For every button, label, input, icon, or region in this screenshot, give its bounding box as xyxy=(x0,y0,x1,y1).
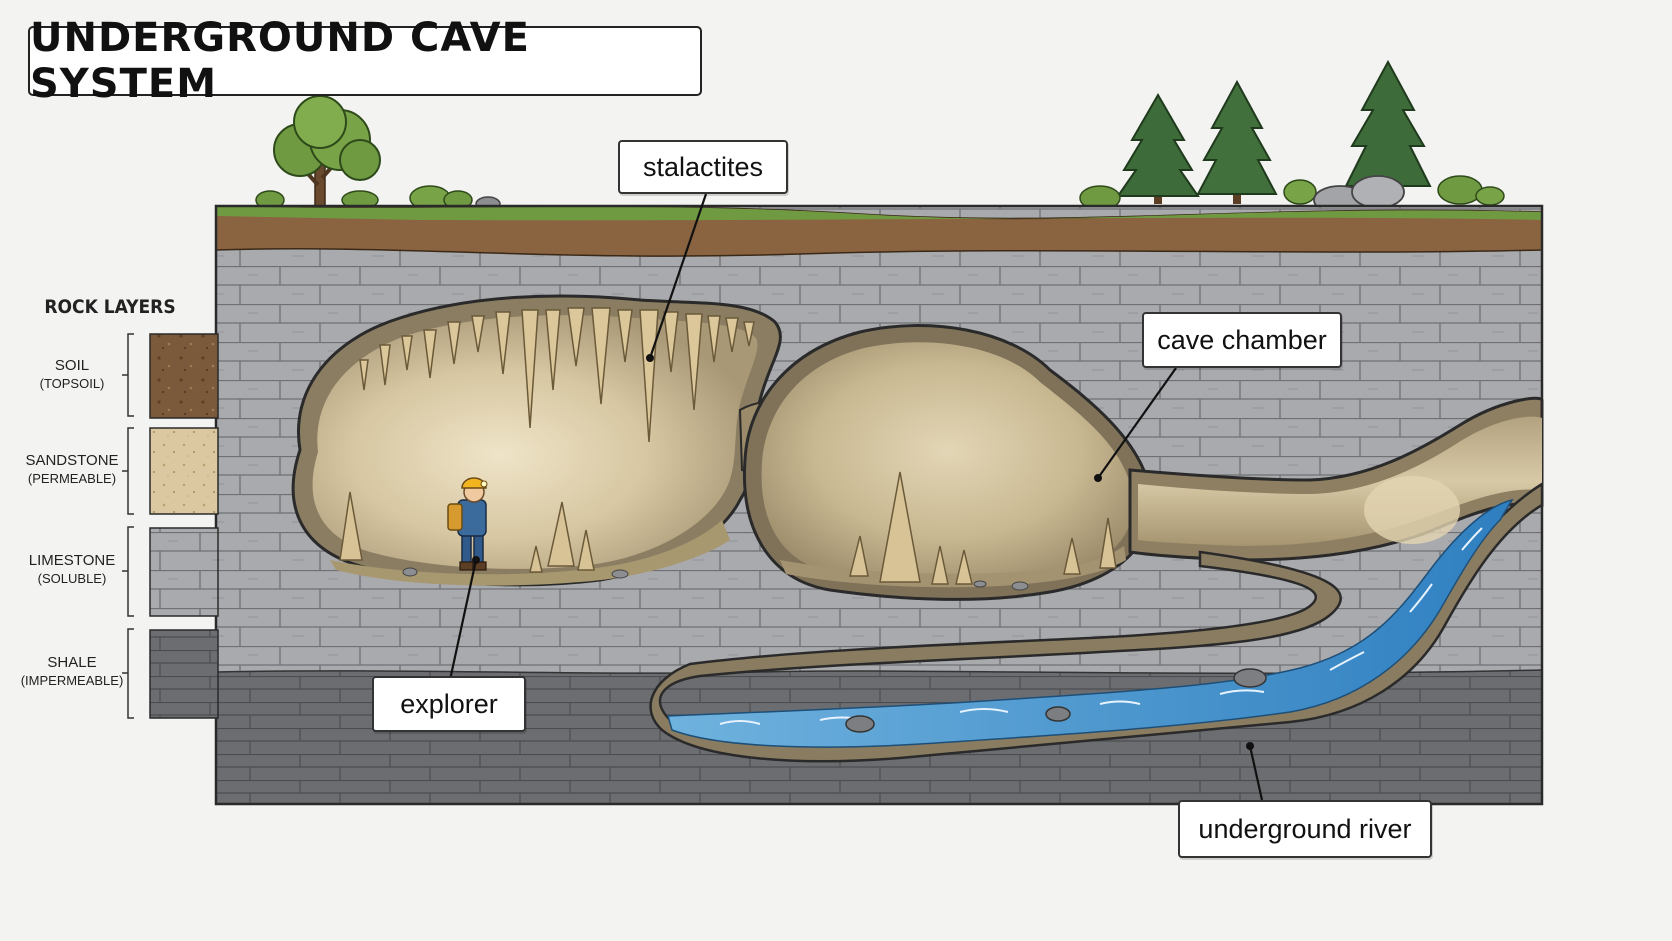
legend-item-note: (PERMEABLE) xyxy=(27,470,117,486)
callout-label: stalactites xyxy=(642,151,764,182)
legend-item-note: (SOLUBLE) xyxy=(37,570,107,586)
callout-stalactites: stalactites xyxy=(618,140,788,194)
title-box: UNDERGROUND CAVE SYSTEM xyxy=(28,15,702,107)
callout-cave-chamber: cave chamber xyxy=(1142,312,1342,368)
cave-chamber-middle xyxy=(742,324,1153,601)
legend-item-note: (TOPSOIL) xyxy=(39,375,105,391)
shale-swatch xyxy=(149,629,219,719)
stalagmites xyxy=(339,471,1117,585)
legend-item-name: LIMESTONE xyxy=(28,552,116,569)
sandstone-swatch xyxy=(149,427,219,515)
limestone-swatch xyxy=(149,527,219,617)
underground-river-water xyxy=(667,498,1514,748)
callout-underground-river: underground river xyxy=(1178,800,1432,858)
callout-label: cave chamber xyxy=(1157,324,1327,355)
legend-title: ROCK LAYERS xyxy=(44,296,176,318)
legend-item-shale: SHALE (IMPERMEABLE) xyxy=(8,654,136,689)
pine-trees-right xyxy=(1079,59,1505,215)
cave-floor-rocks xyxy=(402,567,1029,591)
legend-item-limestone: LIMESTONE (SOLUBLE) xyxy=(8,552,136,587)
legend xyxy=(122,333,134,719)
callout-label: explorer xyxy=(400,688,498,719)
explorer-figure xyxy=(447,477,488,571)
legend-item-soil: SOIL (TOPSOIL) xyxy=(8,357,136,392)
tunnel-right xyxy=(1128,396,1544,562)
legend-item-name: SOIL xyxy=(54,357,90,374)
page-title: UNDERGROUND CAVE SYSTEM xyxy=(30,15,530,107)
callout-leader-dots xyxy=(472,354,1254,750)
tree-group-left xyxy=(273,95,381,207)
callout-explorer: explorer xyxy=(372,676,526,732)
callout-leader-lines xyxy=(448,193,1264,801)
left-chamber xyxy=(291,294,782,587)
legend-item-name: SANDSTONE xyxy=(25,452,119,469)
river-channel xyxy=(649,481,1544,763)
callout-label: underground river xyxy=(1198,813,1412,844)
legend-item-name: SHALE xyxy=(47,654,97,671)
legend-item-note: (IMPERMEABLE) xyxy=(20,672,124,688)
soil-swatch xyxy=(149,333,219,419)
legend-item-sandstone: SANDSTONE (PERMEABLE) xyxy=(8,452,136,487)
stalactites xyxy=(359,307,755,443)
